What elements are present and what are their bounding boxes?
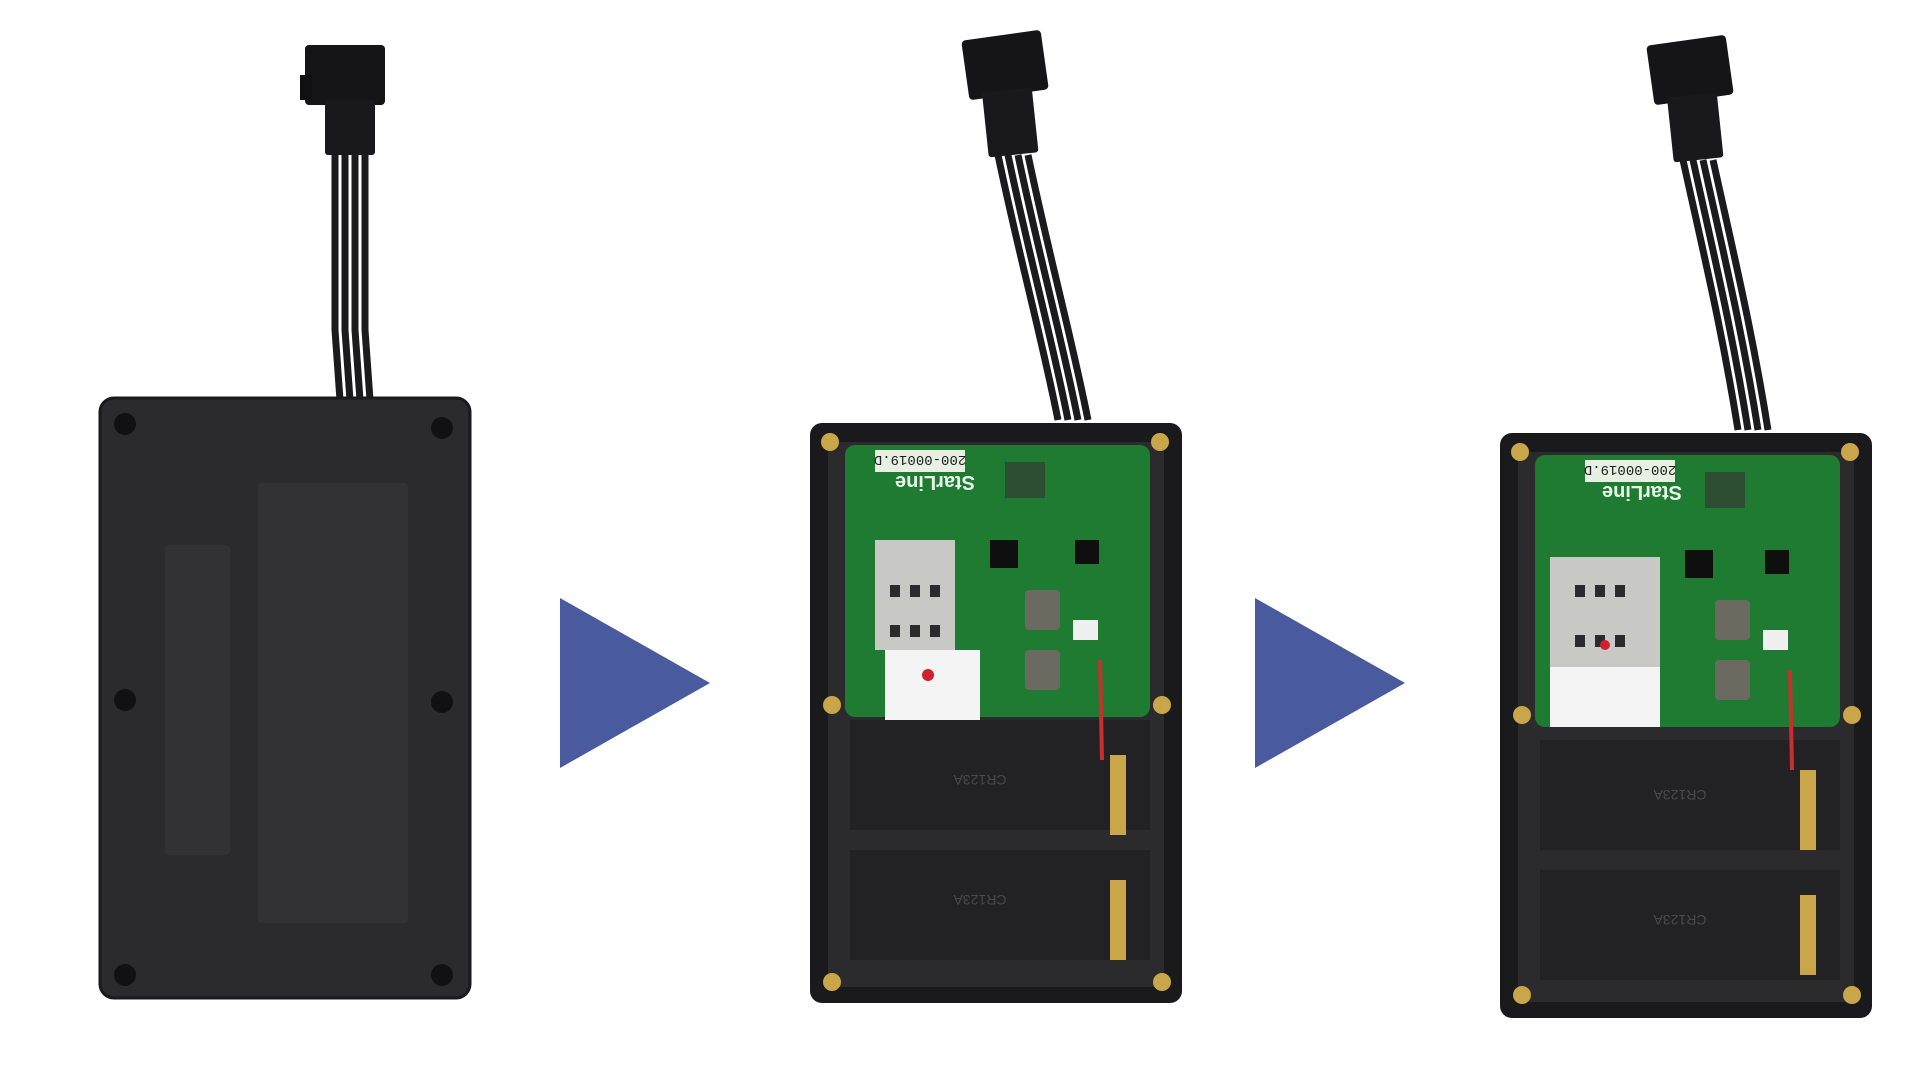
tracker-open-case-icon: 200-00019.D StarLine (1500, 35, 1872, 1018)
tracker-open-case-icon: 200-00019.D StarLine (810, 30, 1182, 1003)
battery-label: CR123A (953, 772, 1007, 788)
pcb-part-number: 200-00019.D (874, 451, 966, 467)
pcb-brand: StarLine (895, 471, 975, 493)
arrow-right-icon (560, 598, 710, 768)
panel-open-device-sim: 200-00019.D StarLine (790, 0, 1210, 1080)
cable (994, 154, 1092, 421)
arrow-right-icon (1255, 598, 1405, 768)
battery-holder-icon: CR123A CR123A (850, 720, 1150, 960)
battery-label: CR123A (953, 892, 1007, 908)
tracker-closed-case-icon (98, 45, 472, 1000)
connector-icon (1646, 35, 1734, 163)
pcb-brand: StarLine (1602, 481, 1682, 503)
pcb-part-number: 200-00019.D (1584, 461, 1676, 477)
cable (1679, 159, 1772, 431)
screw-icon (114, 413, 453, 986)
connector-icon (300, 45, 385, 155)
battery-label: CR123A (1653, 787, 1707, 803)
cable (331, 155, 374, 401)
sim-card-icon (1550, 557, 1660, 727)
panel-open-device-sim-inserted: 200-00019.D StarLine (1480, 0, 1900, 1080)
panel-closed-device (70, 0, 500, 1080)
connector-icon (961, 30, 1049, 158)
battery-label: CR123A (1653, 912, 1707, 928)
battery-holder-icon: CR123A CR123A (1540, 740, 1840, 980)
